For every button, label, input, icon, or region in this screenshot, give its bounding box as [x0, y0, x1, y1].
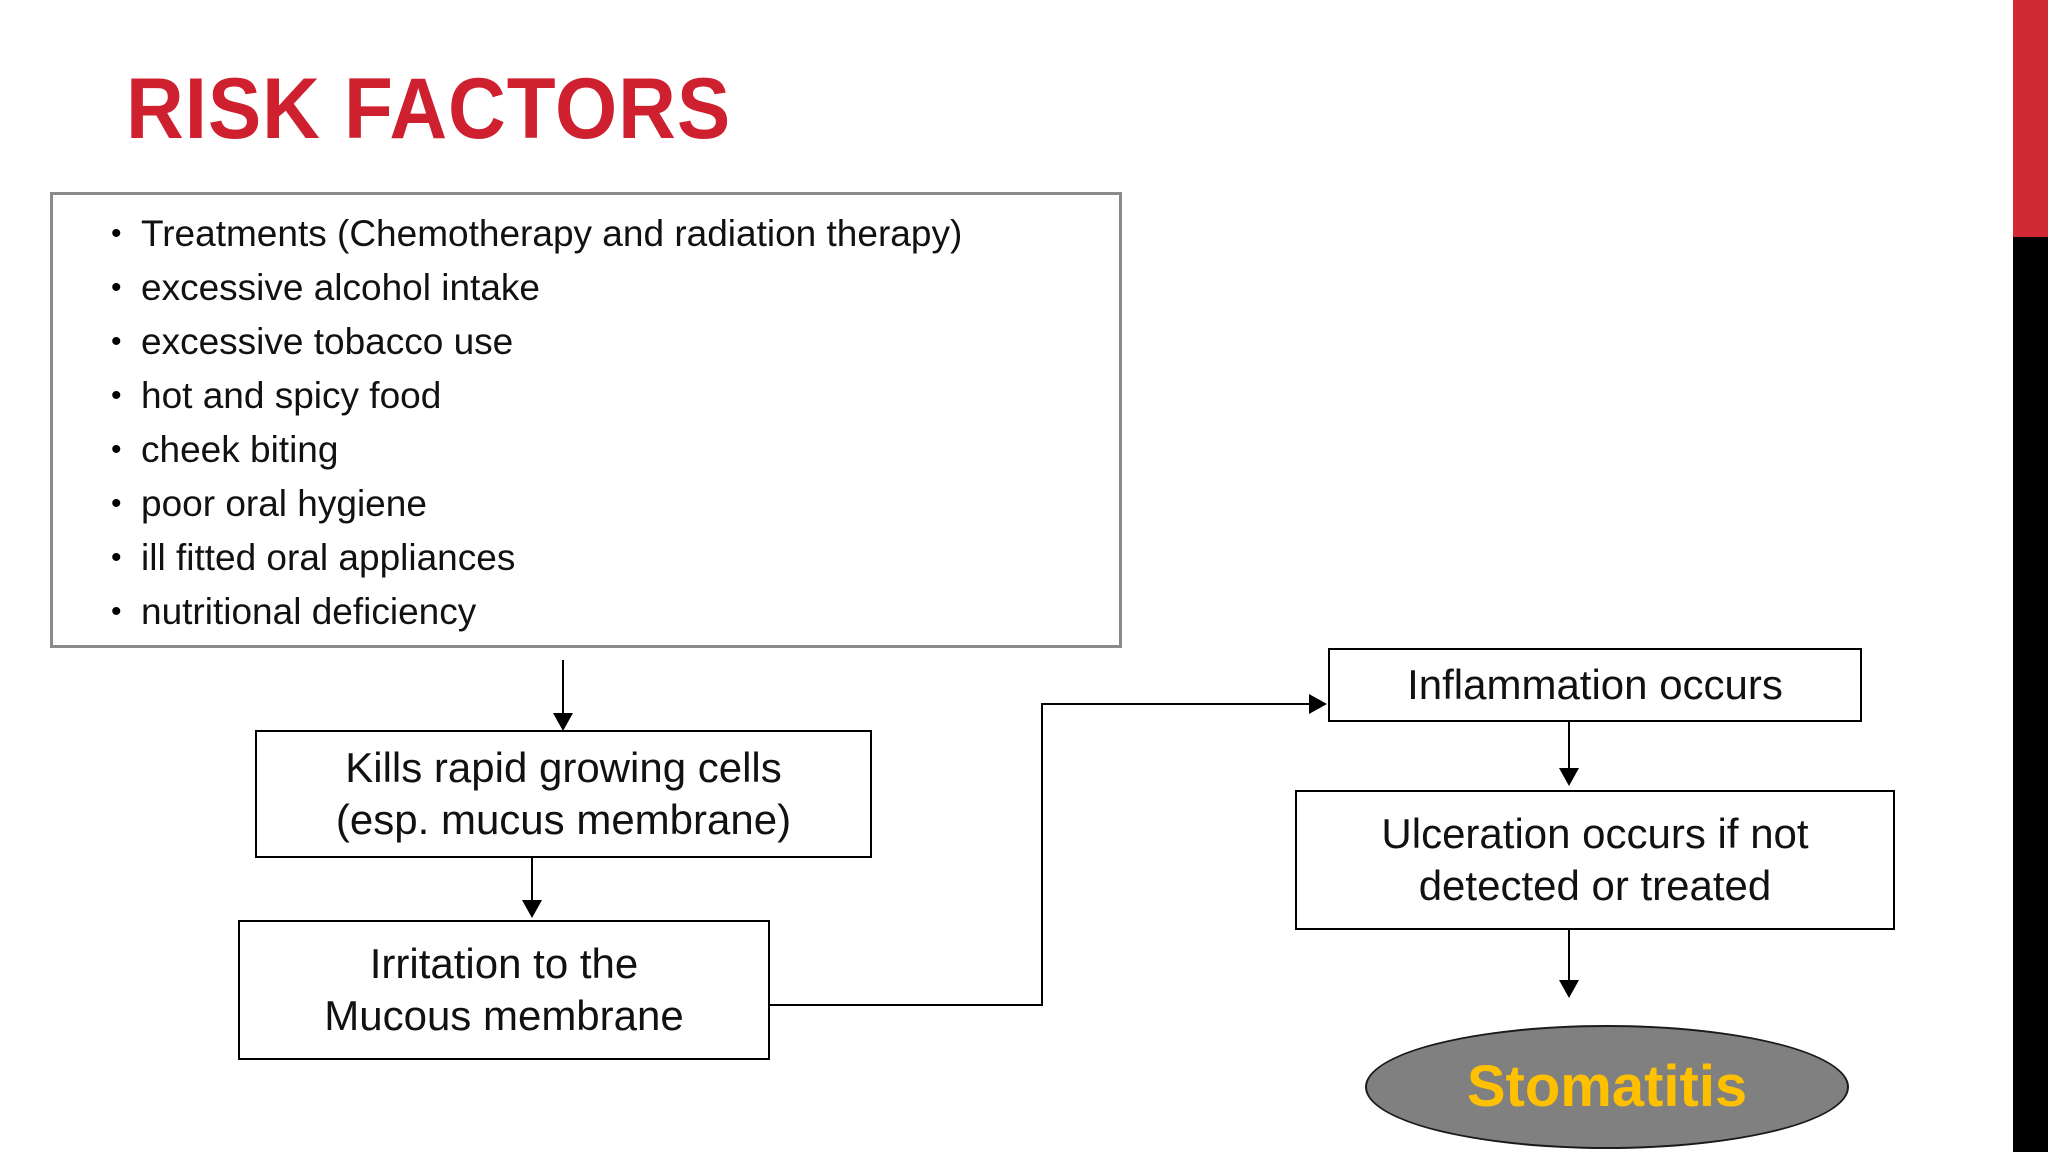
bullet-icon: •	[111, 325, 122, 358]
bullet-icon: •	[111, 541, 122, 574]
bullet-icon: •	[111, 379, 122, 412]
bullet-icon: •	[111, 595, 122, 628]
arrowhead-icon	[1559, 980, 1579, 998]
flow-node-label: Stomatitis	[1466, 1054, 1748, 1119]
arrowhead-icon	[553, 713, 573, 731]
list-item-label: Treatments (Chemotherapy and radiation t…	[141, 213, 963, 254]
flow-node-line1: Ulceration occurs if not	[1381, 810, 1809, 857]
flow-node-line1: Irritation to the	[369, 940, 639, 987]
flow-node-line2: detected or treated	[1418, 862, 1772, 909]
flow-node-irritation: Irritation to the Mucous membrane	[238, 920, 770, 1060]
bullet-icon: •	[111, 217, 122, 250]
arrowhead-icon	[1559, 768, 1579, 786]
list-item: • excessive tobacco use	[53, 315, 1119, 369]
list-item: • Treatments (Chemotherapy and radiation…	[53, 207, 1119, 261]
flow-node-inflammation: Inflammation occurs	[1328, 648, 1862, 722]
list-item: • hot and spicy food	[53, 369, 1119, 423]
list-item: • poor oral hygiene	[53, 477, 1119, 531]
right-edge-gap	[2010, 0, 2013, 1152]
bullet-icon: •	[111, 271, 122, 304]
flow-node-ulceration: Ulceration occurs if not detected or tre…	[1295, 790, 1895, 930]
connector-irritation-to-inflammation-seg1	[770, 1004, 1043, 1006]
list-item-label: hot and spicy food	[141, 375, 442, 416]
connector-irritation-to-inflammation-seg2	[1041, 703, 1043, 1006]
connector-kills-to-irritation	[531, 858, 533, 904]
list-item: • excessive alcohol intake	[53, 261, 1119, 315]
connector-riskfactors-to-kills	[562, 660, 564, 718]
connector-irritation-to-inflammation-seg3	[1041, 703, 1311, 705]
list-item: • nutritional deficiency	[53, 585, 1119, 639]
right-edge-red-band	[2013, 0, 2048, 237]
flow-node-kills-cells: Kills rapid growing cells (esp. mucus me…	[255, 730, 872, 858]
list-item-label: cheek biting	[141, 429, 339, 470]
arrowhead-icon	[1309, 694, 1327, 714]
right-edge-black-band	[2013, 237, 2048, 1152]
list-item-label: poor oral hygiene	[141, 483, 427, 524]
list-item-label: excessive alcohol intake	[141, 267, 540, 308]
arrowhead-icon	[522, 900, 542, 918]
flow-node-line2: Mucous membrane	[324, 992, 684, 1039]
list-item-label: ill fitted oral appliances	[141, 537, 516, 578]
list-item: • ill fitted oral appliances	[53, 531, 1119, 585]
list-item-label: nutritional deficiency	[141, 591, 477, 632]
bullet-icon: •	[111, 433, 122, 466]
list-item: • cheek biting	[53, 423, 1119, 477]
page-title: RISK FACTORS	[126, 61, 732, 157]
flow-node-line1: Inflammation occurs	[1407, 661, 1783, 708]
bullet-icon: •	[111, 487, 122, 520]
list-item-label: excessive tobacco use	[141, 321, 514, 362]
connector-ulceration-to-stomatitis	[1568, 930, 1570, 982]
risk-factors-list: • Treatments (Chemotherapy and radiation…	[53, 195, 1119, 639]
flow-node-line1: Kills rapid growing cells	[345, 744, 782, 791]
risk-factors-box: • Treatments (Chemotherapy and radiation…	[50, 192, 1122, 648]
connector-inflammation-to-ulceration	[1568, 722, 1570, 770]
flow-node-stomatitis: Stomatitis	[1365, 1025, 1849, 1149]
flow-node-line2: (esp. mucus membrane)	[335, 796, 792, 843]
